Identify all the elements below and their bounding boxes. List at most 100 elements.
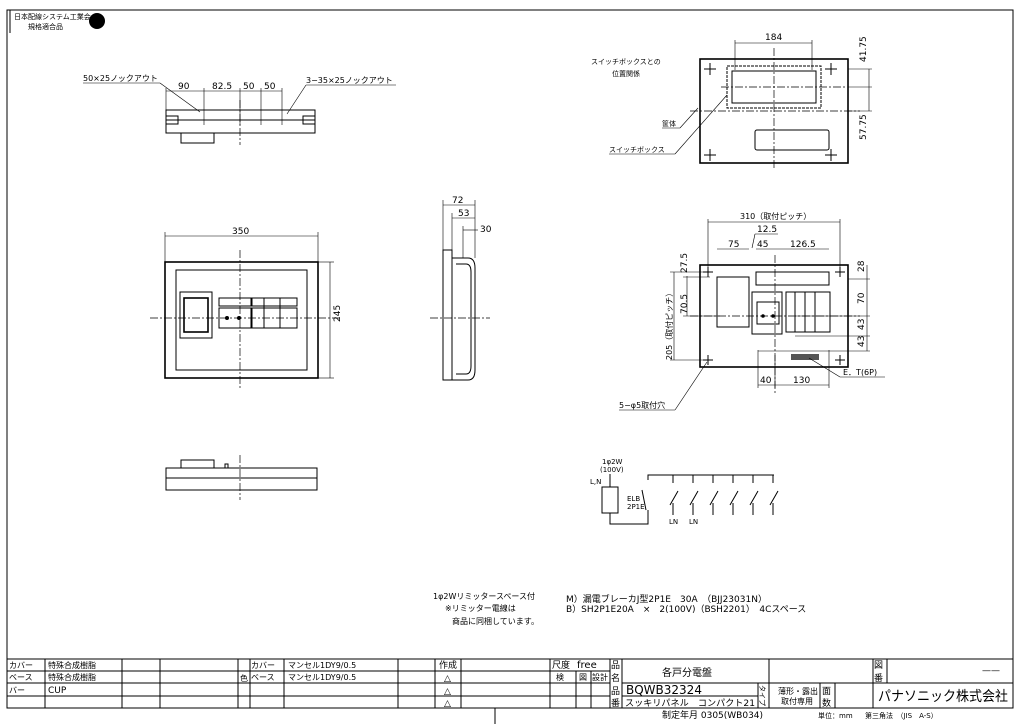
note-left-2: ※リミッター電線は: [445, 603, 516, 613]
label-switchbox: スイッチボックス: [609, 146, 665, 154]
certification-label: 日本配線システム工業会 規格適合品: [9, 10, 105, 33]
cert-line1: 日本配線システム工業会: [14, 12, 91, 21]
faces-label-1: 面: [822, 686, 831, 697]
dim-70-5: 70.5: [680, 294, 690, 314]
switchbox-dim-57-75: 57.75: [859, 114, 869, 140]
elb-label-1: ELB: [627, 495, 640, 503]
knockout-right-label: 3−35×25ノックアウト: [306, 76, 393, 85]
established-date: 制定年月 0305(WB034): [662, 709, 763, 721]
material-part-base: ベース: [9, 673, 33, 682]
check-label: 検: [556, 672, 564, 682]
name-label-2: 名: [611, 672, 620, 684]
dim-28: 28: [857, 260, 867, 272]
dim-70: 70: [857, 292, 867, 304]
company-name: パナソニック株式会社: [878, 689, 1008, 705]
product-number: BQWB32324: [626, 683, 702, 697]
front-height-dim: 245: [333, 305, 343, 322]
top-dim-82-5: 82.5: [212, 82, 232, 92]
faces-label-2: 数: [822, 697, 831, 709]
dim-130: 130: [793, 376, 810, 386]
side-view: 72 53 30: [430, 196, 492, 381]
color-part-base: ベース: [251, 673, 275, 682]
type-line2: 取付専用: [781, 696, 813, 706]
mounting-holes-label: 5−φ5取付穴: [619, 400, 665, 410]
dim-45: 45: [757, 240, 768, 250]
color-label: 色: [240, 673, 248, 683]
dim-75: 75: [728, 240, 739, 250]
switchbox-title-2: 位置関係: [612, 69, 640, 78]
type-label: タイプ: [758, 685, 767, 706]
color-base: マンセル1DY9/0.5: [288, 673, 356, 682]
title-block: カバー 特殊合成樹脂 ベース 特殊合成樹脂 バー CUP 色 カバー マンセル1…: [7, 658, 1013, 721]
dim-40: 40: [760, 376, 772, 386]
number-label-1: 品: [611, 686, 620, 697]
note-left-1: 1φ2Wリミッタースペース付: [433, 591, 535, 601]
side-dim-30: 30: [480, 225, 492, 235]
cert-line2: 規格適合品: [28, 22, 63, 31]
design-label: 設計: [592, 672, 608, 682]
product-series: スッキリパネル コンパクト21: [625, 698, 755, 709]
revision-1: △: [444, 674, 451, 684]
bottom-view: [165, 455, 318, 500]
switchbox-dim-184: 184: [765, 33, 782, 43]
dim-27-5: 27.5: [680, 253, 690, 273]
cert-mark-icon: [89, 13, 105, 29]
material-base: 特殊合成樹脂: [48, 672, 96, 682]
material-cover: 特殊合成樹脂: [48, 660, 96, 670]
material-bar: CUP: [48, 686, 67, 696]
mounting-view: 310（取付ピッチ） 12.5 75 45 126.5 27.5 70.5 20…: [619, 211, 885, 411]
knockout-left-label: 50×25ノックアウト: [83, 74, 158, 83]
note-breaker-branch: B）SH2P1E20A × 2(100V)（BSH2201） 4Cスペース: [566, 604, 806, 615]
dim-43b: 43: [857, 336, 867, 347]
product-name: 各戸分電盤: [662, 666, 712, 679]
branch-label-1: LN: [669, 518, 678, 526]
projection-label: 第三角法 （JIS A-S）: [865, 711, 938, 720]
drawing-no-label-1: 図: [874, 660, 883, 671]
color-part-cover: カバー: [251, 661, 275, 670]
unit-label: 単位：mm: [818, 711, 853, 720]
dim-pitch-v: 205（取付ピッチ）: [664, 289, 674, 360]
color-cover: マンセル1DY9/0.5: [288, 661, 356, 670]
top-view: 50×25ノックアウト 3−35×25ノックアウト 90 82.5 50 50: [83, 74, 396, 145]
wiring-diagram: 1φ2W (100V) L,N ELB 2P1E LN LN: [590, 458, 779, 526]
front-width-dim: 350: [232, 227, 249, 237]
supply-label-1: 1φ2W: [602, 458, 623, 466]
ln-label: L,N: [590, 478, 601, 486]
drawing-no-label-2: 番: [874, 672, 883, 684]
notes: 1φ2Wリミッタースペース付 ※リミッター電線は 商品に同梱しています。 M）漏…: [433, 591, 806, 626]
front-view: 350 245: [150, 227, 343, 390]
dim-12-5: 12.5: [757, 225, 777, 235]
elb-label-2: 2P1E: [627, 503, 645, 511]
side-dim-72: 72: [452, 196, 463, 206]
sheet-border: [6, 9, 1014, 709]
name-label-1: 品: [611, 660, 620, 671]
label-body: 筐体: [662, 119, 676, 128]
material-part-bar: バー: [9, 686, 25, 695]
side-dim-53: 53: [458, 209, 469, 219]
branch-label-2: LN: [689, 518, 698, 526]
switchbox-dim-41-75: 41.75: [859, 36, 869, 62]
type-line1: 薄形・露出: [778, 686, 818, 696]
scale-value: free: [577, 660, 597, 671]
note-left-3: 商品に同梱しています。: [452, 616, 539, 626]
made-label: 作成: [439, 659, 457, 671]
dim-pitch-h: 310（取付ピッチ）: [740, 211, 811, 221]
drawing-label: 図: [579, 673, 587, 682]
drawing-no: ——: [982, 666, 1000, 676]
top-dim-90: 90: [178, 82, 190, 92]
material-part-cover: カバー: [9, 661, 33, 670]
dim-43a: 43: [857, 319, 867, 330]
top-dim-50a: 50: [243, 82, 255, 92]
switchbox-view: スイッチボックスとの 位置関係 筐体 スイッチボックス 184 41.75 57…: [591, 33, 872, 170]
terminal-label: E．T(6P): [843, 368, 877, 377]
switchbox-title-1: スイッチボックスとの: [591, 58, 661, 66]
number-label-2: 番: [611, 697, 620, 709]
limiter-box: [601, 486, 619, 514]
top-dim-50b: 50: [264, 82, 276, 92]
dim-126-5: 126.5: [790, 240, 816, 250]
note-breaker-main: M）漏電ブレーカJ型2P1E 30A （BJJ23031N）: [566, 593, 767, 605]
scale-label: 尺度: [552, 659, 570, 671]
revision-3: △: [444, 699, 451, 709]
supply-label-2: (100V): [600, 466, 624, 474]
